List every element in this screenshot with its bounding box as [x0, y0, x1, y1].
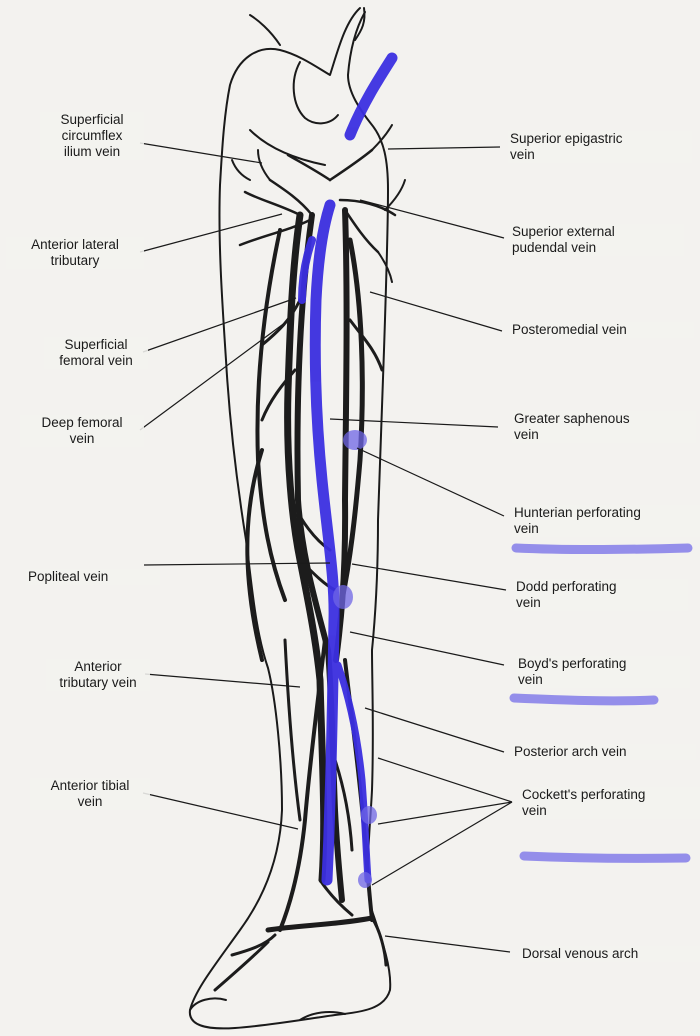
label-anterior-lateral-tributary: Anterior lateral tributary — [6, 237, 144, 269]
leader-popliteal — [143, 562, 331, 566]
label-superficial-circumflex-ilium-vein: Superficial circumflex ilium vein — [40, 112, 144, 160]
label-greater-saphenous-vein: Greater saphenous vein — [512, 411, 696, 443]
label-superior-epigastric-vein: Superior epigastric vein — [508, 131, 692, 163]
leader-posterior-arch — [364, 707, 505, 753]
label-cocketts-perforating-vein: Cockett's perforating vein — [520, 787, 700, 819]
leader-cockett-2 — [377, 801, 513, 825]
label-deep-femoral-vein: Deep femoral vein — [20, 415, 144, 447]
leader-dorsal-venous-arch — [384, 935, 511, 953]
label-superficial-femoral-vein: Superficial femoral vein — [44, 337, 148, 369]
label-boyds-perforating-vein: Boyd's perforating vein — [516, 656, 690, 688]
leader-anterior-tributary — [144, 673, 301, 688]
leader-boyd — [349, 631, 505, 666]
greater-saphenous-highlight — [298, 52, 398, 886]
label-superior-external-pudendal-vein: Superior external pudendal vein — [510, 224, 684, 256]
leader-posteromedial — [369, 291, 503, 332]
leader-cockett-3 — [371, 801, 513, 886]
label-posterior-arch-vein: Posterior arch vein — [512, 744, 696, 760]
leader-hunterian — [356, 447, 505, 517]
leader-anterior-tibial — [142, 792, 299, 830]
label-popliteal-vein: Popliteal vein — [26, 569, 160, 585]
leader-cockett-1 — [377, 757, 513, 803]
leader-greater-saphenous — [329, 418, 499, 428]
leader-dodd — [351, 563, 507, 591]
perforator-markers — [333, 430, 377, 888]
leader-superficial-circumflex — [139, 142, 263, 164]
hunterian-label-highlight — [511, 543, 693, 554]
leader-superior-epigastric — [387, 146, 501, 150]
leader-superior-external-pudendal — [359, 199, 505, 239]
leader-deep-femoral — [139, 321, 287, 431]
boyd-label-highlight — [509, 693, 659, 706]
leg-outline — [188, 7, 392, 1030]
label-dorsal-venous-arch: Dorsal venous arch — [520, 946, 700, 962]
cockett-perforator-marker-1 — [361, 806, 377, 824]
label-anterior-tibial-vein: Anterior tibial vein — [30, 778, 150, 810]
hunterian-perforator-marker — [343, 430, 367, 450]
cockett-perforator-marker-2 — [358, 872, 372, 888]
leader-anterior-lateral — [139, 213, 283, 253]
label-hunterian-perforating-vein: Hunterian perforating vein — [512, 505, 700, 537]
dodd-perforator-marker — [333, 585, 353, 609]
vein-network — [213, 124, 406, 992]
label-anterior-tributary-vein: Anterior tributary vein — [46, 659, 150, 691]
cockett-label-highlight — [519, 851, 691, 863]
label-highlights — [509, 543, 693, 863]
label-posteromedial-vein: Posteromedial vein — [510, 322, 694, 338]
leader-superficial-femoral — [142, 297, 297, 353]
label-dodd-perforating-vein: Dodd perforating vein — [514, 579, 688, 611]
leader-lines — [139, 142, 513, 953]
